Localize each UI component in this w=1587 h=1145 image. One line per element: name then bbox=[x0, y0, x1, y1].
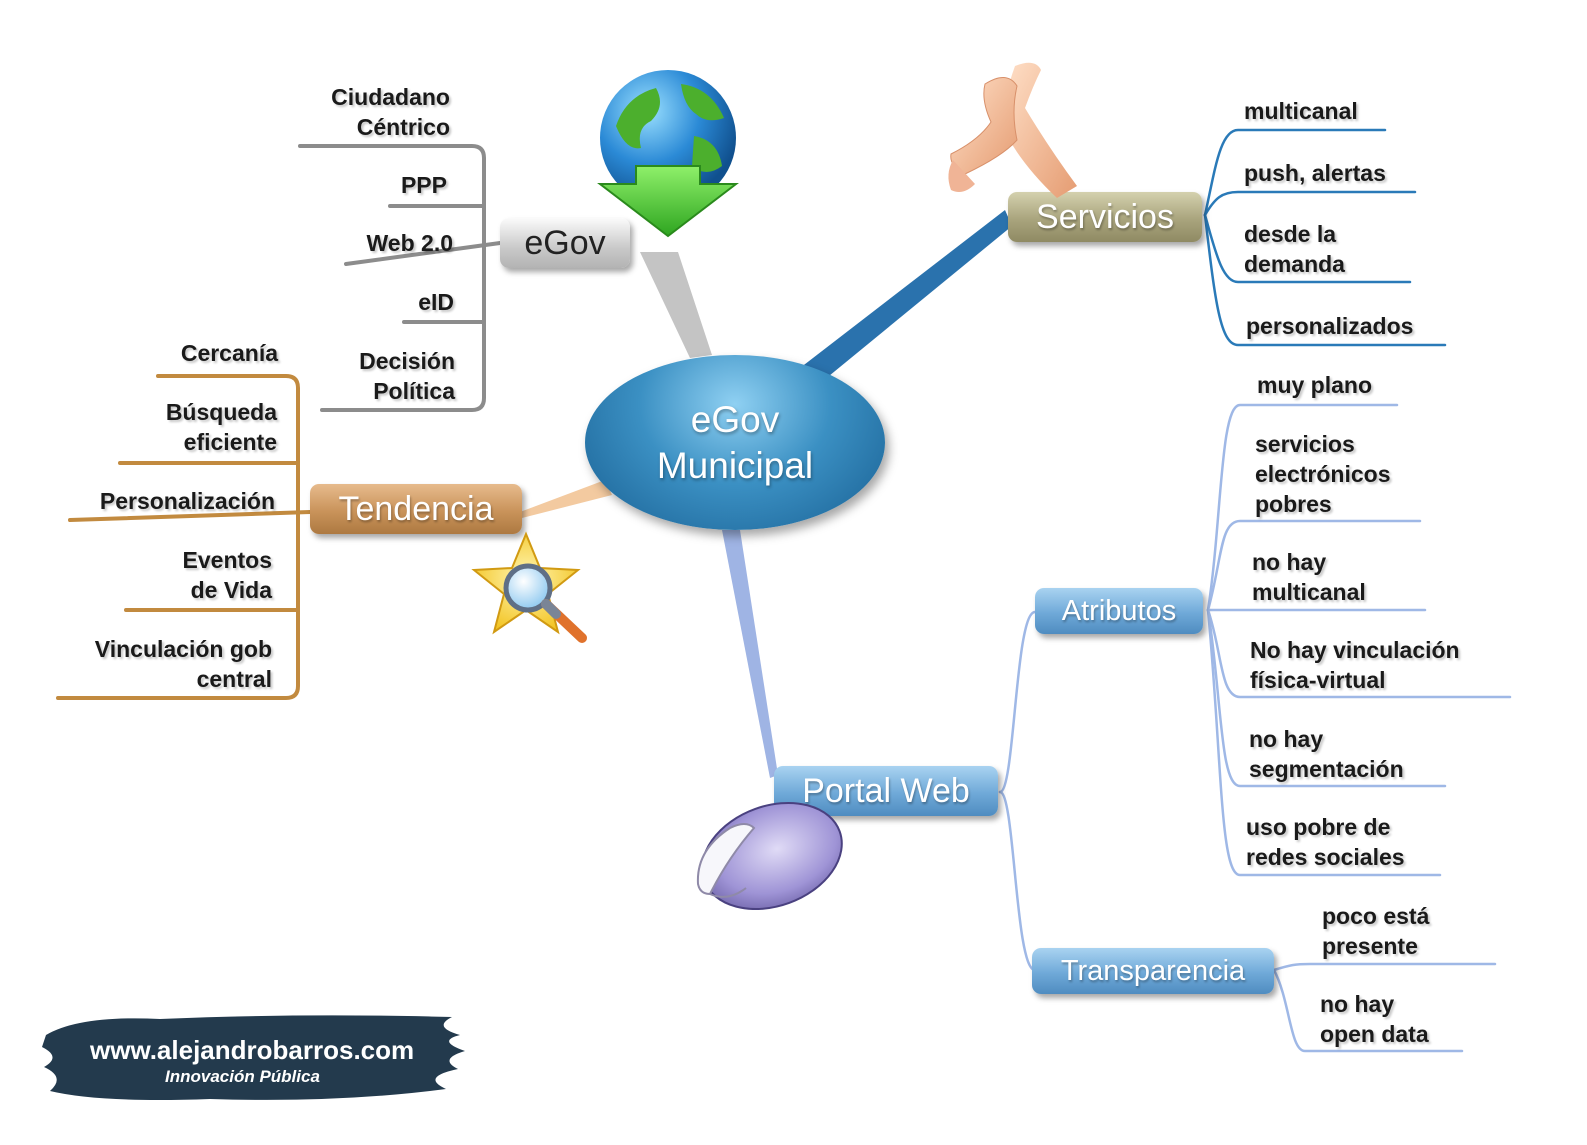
leaf-servicios-4[interactable]: personalizados bbox=[1246, 313, 1414, 339]
globe-download-icon bbox=[597, 70, 739, 238]
leaf-egov-2[interactable]: PPP bbox=[400, 172, 447, 198]
mouse-icon bbox=[696, 801, 843, 910]
leaf-egov-4[interactable]: eID bbox=[418, 289, 454, 315]
leaf-atributos-2[interactable]: servicios electrónicos pobres bbox=[1255, 431, 1391, 517]
leaf-tendencia-5[interactable]: Vinculación gob central bbox=[94, 636, 272, 692]
brand-tagline: Innovación Pública bbox=[165, 1067, 320, 1086]
leaf-atributos-4[interactable]: No hay vinculación física-virtual bbox=[1250, 637, 1460, 693]
clapping-hands-icon bbox=[948, 62, 1077, 198]
central-line1: eGov bbox=[690, 398, 780, 440]
leaf-transparencia-1[interactable]: poco está presente bbox=[1322, 903, 1430, 959]
leaf-egov-1[interactable]: Ciudadano Céntrico bbox=[331, 84, 450, 140]
branch-transparencia[interactable]: Transparencia bbox=[1032, 948, 1274, 994]
branch-egov[interactable]: eGov bbox=[500, 218, 630, 268]
central-line2: Municipal bbox=[656, 444, 814, 486]
branch-tendencia[interactable]: Tendencia bbox=[310, 484, 522, 534]
brand-url[interactable]: www.alejandrobarros.com bbox=[90, 1035, 415, 1065]
central-node[interactable]: eGov Municipal bbox=[585, 355, 885, 530]
branch-servicios[interactable]: Servicios bbox=[1008, 192, 1202, 242]
leaf-servicios-1[interactable]: multicanal bbox=[1244, 98, 1358, 124]
leaf-transparencia-2[interactable]: no hay open data bbox=[1320, 991, 1429, 1047]
leaf-atributos-5[interactable]: no hay segmentación bbox=[1249, 726, 1404, 782]
leaf-egov-5[interactable]: Decisión Política bbox=[359, 348, 455, 404]
leaf-atributos-6[interactable]: uso pobre de redes sociales bbox=[1246, 814, 1405, 870]
leaf-servicios-3[interactable]: desde la demanda bbox=[1244, 221, 1345, 277]
leaf-atributos-1[interactable]: muy plano bbox=[1257, 372, 1373, 398]
link-servicios bbox=[800, 210, 1012, 385]
leaf-atributos-3[interactable]: no hay multicanal bbox=[1252, 549, 1366, 605]
brand-banner: www.alejandrobarros.com Innovación Públi… bbox=[40, 1005, 470, 1105]
link-egov bbox=[640, 252, 712, 358]
link-tendencia bbox=[520, 480, 612, 518]
star-magnifier-icon bbox=[471, 531, 587, 643]
leaf-tendencia-2[interactable]: Búsqueda eficiente bbox=[165, 399, 277, 455]
brush-stroke-icon bbox=[42, 1015, 465, 1100]
link-portal bbox=[722, 530, 778, 778]
leaf-tendencia-1[interactable]: Cercanía bbox=[180, 340, 278, 366]
leaf-servicios-2[interactable]: push, alertas bbox=[1244, 160, 1386, 186]
leaf-tendencia-3[interactable]: Personalización bbox=[99, 488, 275, 514]
branch-atributos[interactable]: Atributos bbox=[1035, 588, 1203, 634]
leaf-tendencia-4[interactable]: Eventos de Vida bbox=[182, 547, 272, 603]
leaf-egov-3[interactable]: Web 2.0 bbox=[366, 230, 454, 256]
